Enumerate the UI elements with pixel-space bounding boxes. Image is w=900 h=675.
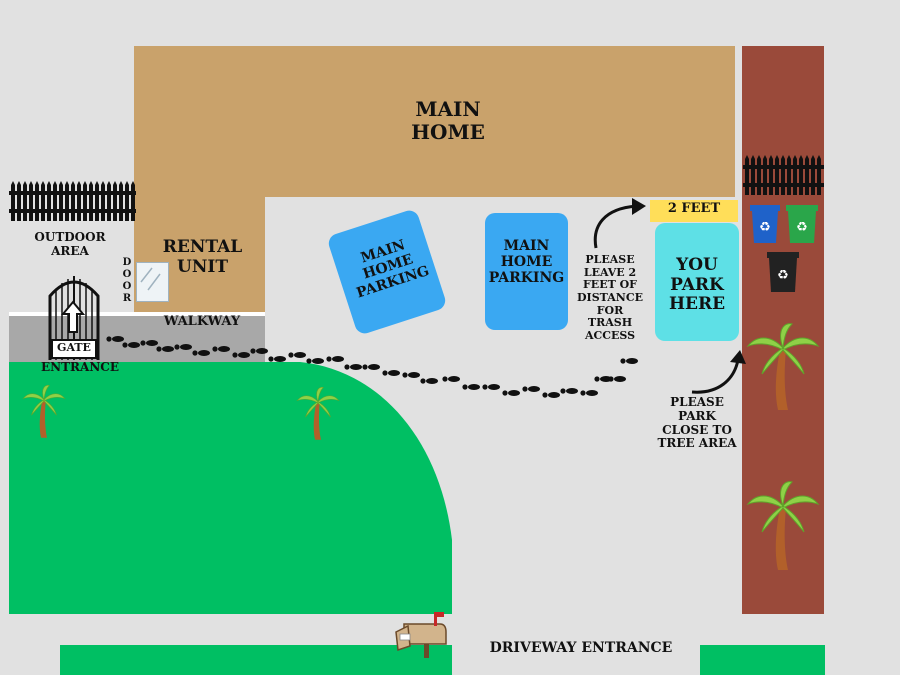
window-glare — [140, 267, 161, 291]
park-tree-note: PLEASE PARK CLOSE TO TREE AREA — [657, 395, 737, 451]
outdoor-area-label: OUTDOOR AREA — [34, 230, 106, 258]
curved-arrow-icon — [593, 198, 646, 249]
recycle-bin-icon: ♻ — [786, 205, 818, 243]
driveway-entrance-label: DRIVEWAY ENTRANCE — [489, 640, 673, 656]
palm-tree-icon — [746, 481, 820, 570]
mailbox-icon — [395, 612, 447, 658]
palm-tree-icon — [296, 386, 340, 440]
you-park-here-label: YOU PARK HERE — [668, 255, 726, 315]
fence-icon — [743, 155, 824, 195]
main-home-label: MAIN HOME — [411, 97, 485, 144]
walkway-label: WALKWAY — [163, 314, 241, 329]
main-home-building — [134, 46, 735, 197]
door-label: D O O R — [122, 257, 132, 304]
svg-text:♻: ♻ — [777, 268, 789, 283]
entrance-label: ENTRANCE — [41, 360, 119, 374]
two-feet-label: 2 FEET — [667, 201, 721, 216]
palm-tree-icon — [22, 384, 66, 438]
svg-text:♻: ♻ — [759, 220, 771, 235]
recycle-bin-icon: ♻ — [750, 205, 780, 243]
gate-icon — [48, 276, 100, 360]
rental-unit-label: RENTAL UNIT — [162, 237, 243, 277]
fence-icon — [9, 181, 136, 221]
main-home-parking-spot-2 — [485, 213, 568, 330]
two-feet-tag — [650, 200, 738, 222]
trash-bin-icon: ♻ — [767, 252, 799, 292]
gate-sign: GATE — [57, 341, 91, 354]
curved-arrow-icon — [691, 350, 746, 394]
leave-distance-note: PLEASE LEAVE 2 FEET OF DISTANCE FOR TRAS… — [577, 253, 643, 342]
you-park-here-spot — [655, 223, 739, 341]
up-arrow-icon — [60, 300, 86, 333]
parking-label-2: MAIN HOME PARKING — [488, 238, 565, 287]
svg-text:♻: ♻ — [796, 220, 808, 235]
palm-tree-icon — [746, 323, 820, 410]
